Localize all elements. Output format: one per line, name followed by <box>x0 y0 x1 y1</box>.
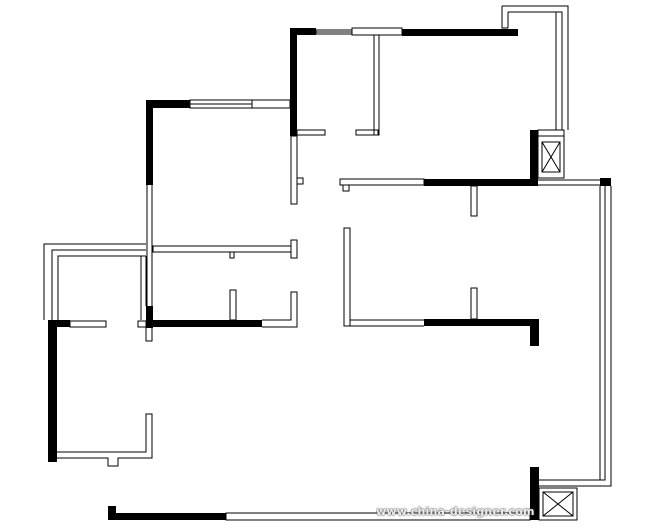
window-top-mid <box>351 27 403 36</box>
wall-segment <box>290 28 297 136</box>
wall-segment <box>530 319 539 346</box>
wall-segment <box>424 179 538 186</box>
partition <box>262 291 298 328</box>
wall-segment <box>48 320 70 327</box>
wall-segment <box>146 100 190 108</box>
wall-segment <box>146 320 262 327</box>
partition <box>152 245 292 253</box>
wall-segment <box>530 130 538 186</box>
partition <box>470 185 478 217</box>
balcony-left <box>43 243 146 320</box>
partition <box>57 413 153 467</box>
wall-segment <box>146 100 153 185</box>
window-left-upper <box>251 99 291 109</box>
duct-shaft-cross <box>542 491 574 517</box>
partition <box>373 34 380 136</box>
solid-walls <box>48 28 611 520</box>
balcony-top-right <box>502 5 569 130</box>
wall-segment <box>146 306 153 328</box>
balcony-door <box>537 129 565 137</box>
wall-segment <box>108 513 226 520</box>
wall-segment <box>290 28 316 35</box>
door-jamb <box>145 326 153 342</box>
partition <box>296 129 326 136</box>
door-jamb <box>296 177 304 185</box>
balcony-top-right <box>501 6 508 29</box>
partition <box>355 129 379 136</box>
partition <box>470 287 478 320</box>
duct-shaft <box>537 135 565 179</box>
balcony-top-right <box>508 11 563 130</box>
thin-walls <box>43 5 612 521</box>
wall-segment <box>424 319 539 326</box>
duct-shaft <box>538 487 578 521</box>
door-jamb <box>137 320 147 328</box>
partition <box>290 135 298 205</box>
partition <box>69 320 107 328</box>
door-jamb <box>339 178 425 186</box>
door-jamb <box>342 184 350 192</box>
balcony-right <box>539 186 606 481</box>
wall-segment <box>600 178 611 186</box>
duct-shaft-cross <box>541 141 561 173</box>
balcony-left <box>57 255 146 320</box>
partition <box>343 227 351 327</box>
partition <box>290 239 298 259</box>
door-jamb <box>229 251 235 259</box>
balcony-right <box>539 186 612 487</box>
partition <box>229 289 237 321</box>
wall-segment <box>402 29 518 36</box>
window-bottom <box>225 512 531 521</box>
duct-shaft-inner <box>541 141 561 173</box>
watermark-text: www.china-designer.com <box>376 505 535 518</box>
wall-segment <box>530 467 539 520</box>
wall-segment <box>48 320 57 462</box>
duct-shaft-inner <box>542 491 574 517</box>
balcony-left <box>51 249 146 320</box>
